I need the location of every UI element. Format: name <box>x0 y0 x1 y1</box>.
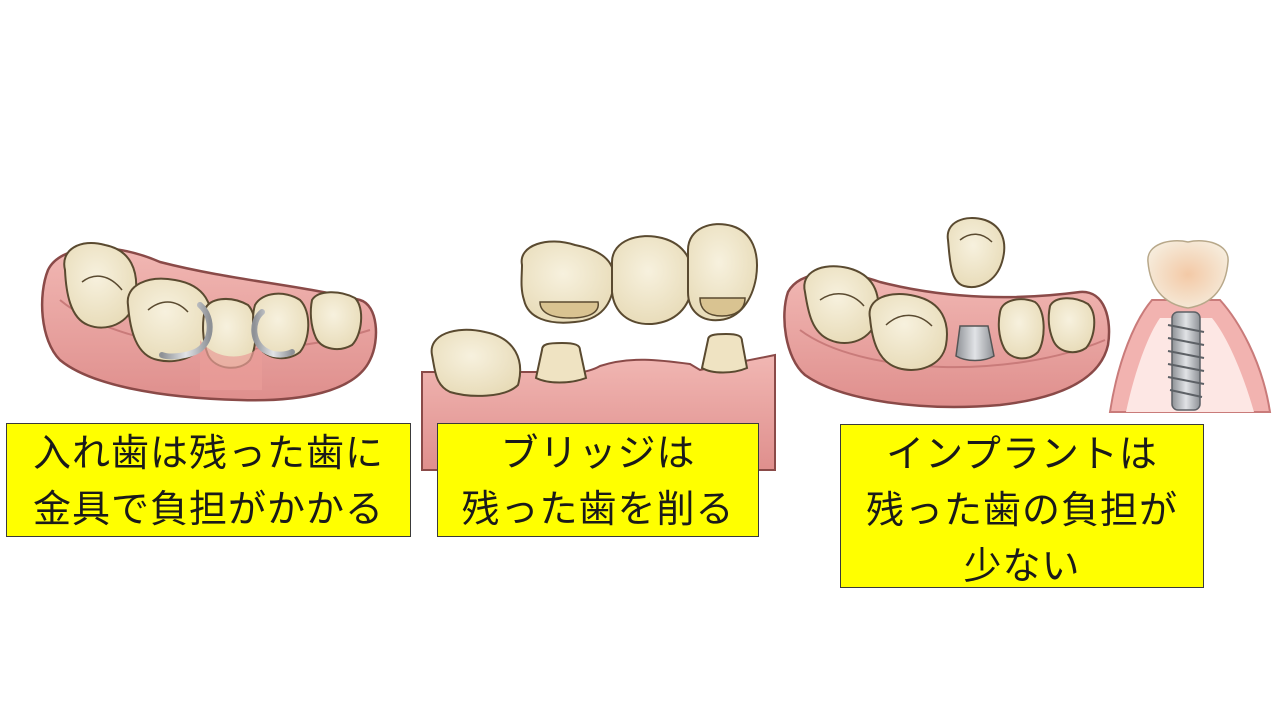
bridge-caption-line-2: 残った歯を削る <box>461 487 735 531</box>
implant-illustration <box>783 217 1111 409</box>
denture-caption-line-1: 入れ歯は残った歯に <box>32 431 384 475</box>
implant-caption-line-3: 少ない <box>963 544 1081 588</box>
bridge-caption-line-1: ブリッジは <box>500 431 696 475</box>
implant-cross-section-icon <box>1108 240 1272 413</box>
denture-caption: 入れ歯は残った歯に 金具で負担がかかる <box>6 423 411 537</box>
denture-caption-line-2: 金具で負担がかかる <box>32 487 384 531</box>
implant-caption: インプラントは 残った歯の負担が 少ない <box>840 424 1204 588</box>
bridge-caption: ブリッジは 残った歯を削る <box>437 423 759 537</box>
implant-caption-line-2: 残った歯の負担が <box>865 488 1178 532</box>
denture-illustration <box>40 242 378 402</box>
implant-caption-line-1: インプラントは <box>886 432 1158 476</box>
